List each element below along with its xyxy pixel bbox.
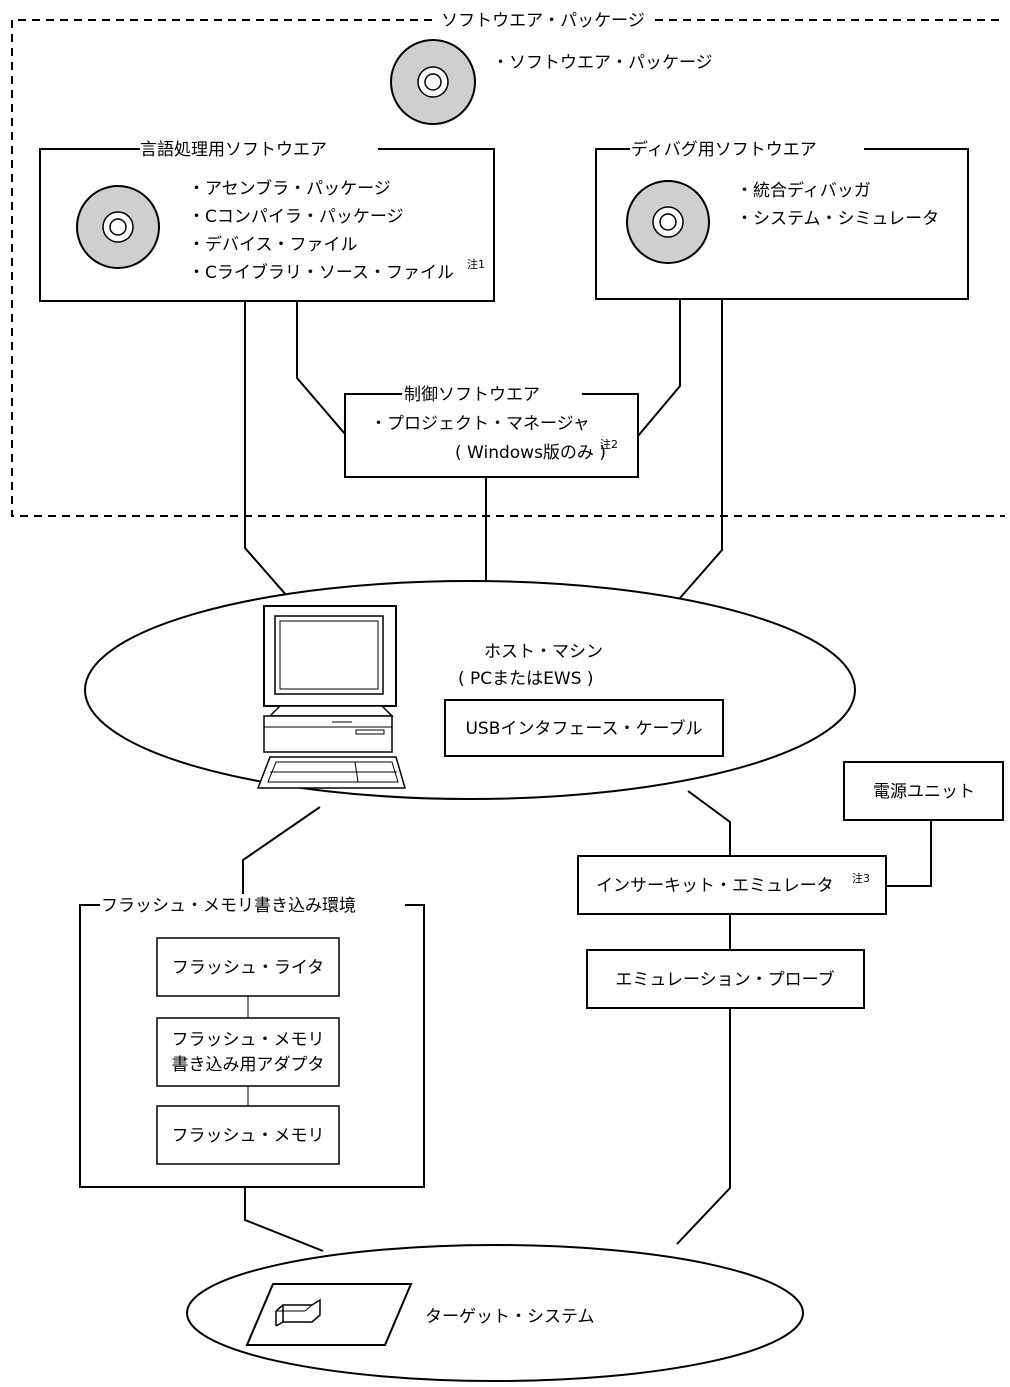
target-board-icon — [245, 1283, 413, 1346]
control-software-title: 制御ソフトウエア — [404, 385, 540, 405]
software-package-cd-label: ・ソフトウエア・パッケージ — [492, 53, 713, 73]
emulation-probe-box — [586, 949, 865, 1009]
flash-memory-label: フラッシュ・メモリ — [172, 1126, 325, 1146]
debug-software-title: ディバグ用ソフトウエア — [631, 139, 817, 160]
connector-host-to-flash — [242, 806, 321, 895]
host-machine-title: ホスト・マシン — [484, 642, 603, 662]
software-package-region-title: ソフトウエア・パッケージ — [441, 11, 645, 31]
flash-memory-box — [156, 1105, 340, 1165]
flash-adapter-box — [156, 1017, 340, 1087]
software-package-cd-icon — [390, 39, 476, 125]
flash-env-title: フラッシュ・メモリ書き込み環境 — [101, 896, 356, 916]
control-software-item: ・プロジェクト・マネージャ — [370, 414, 590, 434]
flash-writer-box — [156, 937, 340, 997]
debug-software-item: ・システム・シミュレータ — [736, 209, 939, 229]
connector-debug-to-control — [637, 299, 681, 437]
usb-cable-label: USBインタフェース・ケーブル — [465, 718, 702, 739]
usb-cable-box — [444, 699, 724, 757]
connector-language-to-host — [244, 301, 288, 597]
power-unit-box — [843, 761, 1004, 821]
emulation-probe-label: エミュレーション・プローブ — [615, 969, 834, 990]
connector-power-to-emulator — [886, 820, 932, 887]
connector-debug-to-host — [679, 299, 723, 599]
computer-icon — [256, 605, 406, 789]
control-software-box — [344, 393, 639, 478]
host-machine-ellipse — [84, 580, 856, 800]
language-software-item: ・Cコンパイラ・パッケージ — [188, 207, 404, 227]
connector-probe-to-target — [676, 1008, 731, 1245]
flash-writer-label: フラッシュ・ライタ — [172, 958, 324, 978]
emulator-label: インサーキット・エミュレータ — [596, 876, 834, 896]
emulator-box — [577, 855, 887, 915]
connector-flash-to-target — [244, 1187, 324, 1252]
flash-adapter-label-line1: フラッシュ・メモリ — [172, 1030, 325, 1050]
note-1-mark: 注1 — [467, 257, 485, 271]
language-software-box — [39, 148, 495, 302]
power-unit-label: 電源ユニット — [873, 782, 975, 802]
target-system-label: ターゲット・システム — [425, 1307, 595, 1327]
connector-host-to-emulator — [687, 790, 731, 856]
language-software-title: 言語処理用ソフトウエア — [140, 140, 327, 160]
control-software-note: ( Windows版のみ ) — [455, 443, 606, 463]
language-software-item: ・デバイス・ファイル — [188, 234, 358, 255]
target-system-ellipse — [186, 1244, 804, 1382]
host-machine-subtitle: ( PCまたはEWS ) — [458, 669, 594, 689]
language-software-cd-icon — [76, 185, 160, 269]
note-3-mark: 注3 — [852, 871, 870, 885]
flash-adapter-label-line2: 書き込み用アダプタ — [172, 1055, 325, 1075]
debug-software-item: ・統合ディバッガ — [736, 180, 871, 201]
connector-language-to-control — [296, 301, 346, 435]
language-software-item: ・アセンブラ・パッケージ — [188, 178, 391, 199]
software-package-region — [11, 19, 1005, 517]
language-software-item: ・Cライブラリ・ソース・ファイル — [188, 262, 454, 283]
debug-software-cd-icon — [626, 180, 710, 264]
note-2-mark: 注2 — [600, 437, 618, 451]
